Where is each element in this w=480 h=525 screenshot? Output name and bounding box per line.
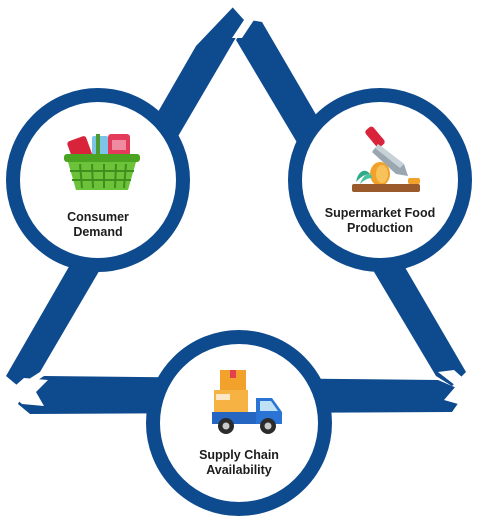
node-label-supply-chain-availability: Supply Chain Availability: [160, 448, 318, 478]
knife-cutting-board-icon: [348, 124, 424, 196]
node-label-consumer-demand: Consumer Demand: [20, 210, 176, 240]
label-line: Consumer: [67, 210, 129, 224]
delivery-truck-icon: [210, 368, 286, 438]
arrow-notch-top: [226, 0, 254, 38]
label-line: Availability: [206, 463, 272, 477]
label-line: Demand: [73, 225, 123, 239]
node-supermarket-food-production: Supermarket Food Production: [288, 88, 472, 272]
node-consumer-demand: Consumer Demand: [6, 88, 190, 272]
node-supply-chain-availability: Supply Chain Availability: [146, 330, 332, 516]
arrow-notch-bottom-left: [8, 378, 48, 406]
label-line: Supply Chain: [199, 448, 279, 462]
label-line: Production: [347, 221, 413, 235]
node-label-supermarket-food-production: Supermarket Food Production: [302, 206, 458, 236]
arrow-notch-bottom-right: [438, 370, 472, 404]
label-line: Supermarket Food: [324, 206, 436, 220]
shopping-basket-icon: [62, 130, 142, 192]
